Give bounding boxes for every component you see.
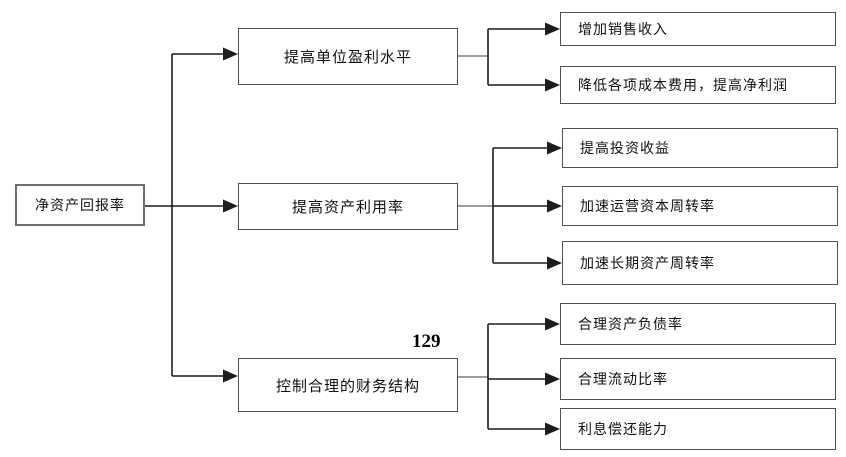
- node-current-ratio: 合理流动比率: [560, 358, 836, 400]
- node-reduce-costs: 降低各项成本费用，提高净利润: [560, 66, 836, 104]
- node-current-ratio-label: 合理流动比率: [578, 371, 668, 387]
- node-working-capital-turnover-label: 加速运营资本周转率: [580, 198, 715, 214]
- node-debt-ratio: 合理资产负债率: [560, 303, 836, 345]
- connector-root-trunk: [145, 47, 238, 383]
- node-reduce-costs-label: 降低各项成本费用，提高净利润: [578, 77, 788, 93]
- connector-group-1: [458, 22, 560, 92]
- node-roe-label: 净资产回报率: [35, 197, 125, 213]
- node-longterm-asset-turnover: 加速长期资产周转率: [562, 241, 838, 285]
- node-working-capital-turnover: 加速运营资本周转率: [562, 186, 838, 226]
- node-increase-sales-label: 增加销售收入: [578, 21, 668, 37]
- node-asset-utilization-label: 提高资产利用率: [291, 199, 404, 216]
- node-increase-sales: 增加销售收入: [560, 12, 836, 46]
- node-financial-structure-label: 控制合理的财务结构: [275, 377, 420, 395]
- node-longterm-asset-turnover-label: 加速长期资产周转率: [580, 255, 715, 271]
- node-interest-coverage: 利息偿还能力: [560, 408, 836, 450]
- connector-group-3: [458, 317, 560, 436]
- node-asset-utilization: 提高资产利用率: [238, 183, 458, 230]
- node-debt-ratio-label: 合理资产负债率: [578, 316, 683, 332]
- node-interest-coverage-label: 利息偿还能力: [578, 421, 668, 437]
- node-financial-structure: 控制合理的财务结构: [238, 358, 458, 412]
- connector-group-2: [458, 141, 562, 270]
- node-unit-profit-label: 提高单位盈利水平: [283, 49, 412, 66]
- page-number: 129: [412, 331, 441, 352]
- node-investment-income-label: 提高投资收益: [580, 140, 670, 156]
- node-investment-income: 提高投资收益: [562, 128, 838, 168]
- node-roe: 净资产回报率: [15, 184, 145, 226]
- node-unit-profit: 提高单位盈利水平: [238, 28, 458, 85]
